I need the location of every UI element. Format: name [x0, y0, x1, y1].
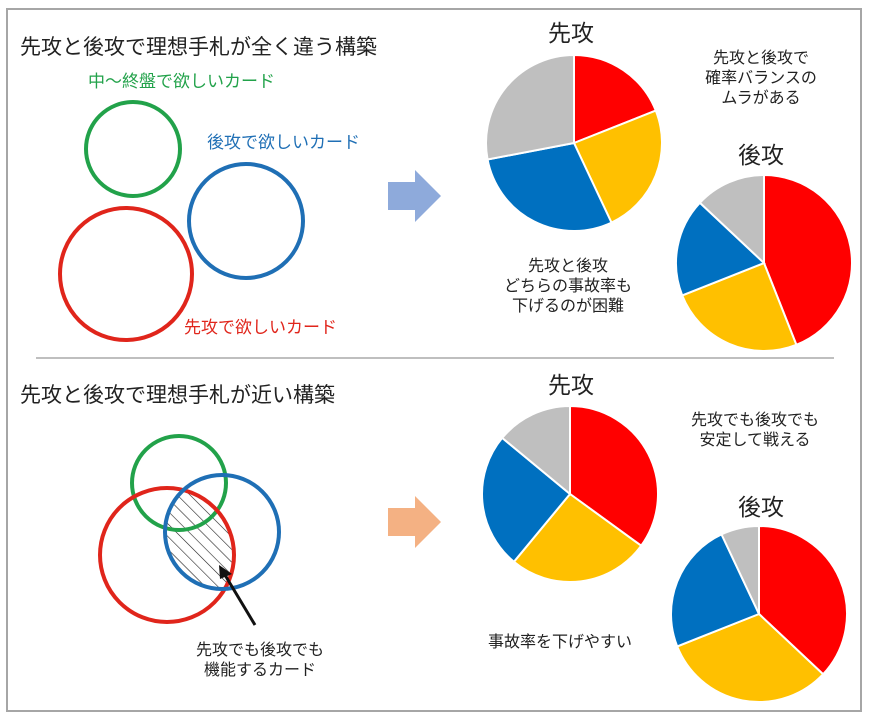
- label-first: 先攻で欲しいカード: [184, 318, 337, 338]
- arrow-right-icon-bottom: [388, 496, 441, 548]
- note-line: 先攻と後攻: [527, 256, 608, 275]
- note-line: ムラがある: [721, 88, 801, 107]
- circle-second-bottom: [163, 473, 281, 591]
- note-bottom-right: 先攻でも後攻でも 安定して戦える: [680, 410, 830, 450]
- note-line: 先攻と後攻で: [712, 48, 809, 67]
- circle-mid-late-bottom: [130, 434, 228, 532]
- circle-mid-late: [84, 100, 182, 198]
- circle-first: [58, 206, 194, 342]
- pie-first-bottom: [481, 404, 659, 583]
- pie-slice: [763, 173, 853, 347]
- note-line: 先攻でも後攻でも: [690, 410, 819, 429]
- note-line: 確率バランスの: [705, 68, 817, 87]
- pie-slice: [698, 173, 765, 266]
- pie-slice: [500, 404, 571, 497]
- pie-slice: [485, 53, 575, 161]
- pie-second-top: [675, 173, 853, 352]
- pointer-arrowhead-icon: [219, 565, 232, 579]
- note-bottom-center: 事故率を下げやすい: [487, 632, 632, 651]
- pie-slice: [569, 404, 659, 548]
- label-second: 後攻で欲しいカード: [207, 133, 360, 153]
- pointer-line: [223, 574, 257, 626]
- note-line: 下げるのが困難: [511, 296, 624, 315]
- pie-slice: [573, 53, 658, 145]
- arrow-right-icon: [388, 170, 441, 222]
- section-heading-bottom: 先攻と後攻で理想手札が近い構築: [20, 383, 335, 407]
- note-top-right: 先攻と後攻で 確率バランスの ムラがある: [686, 48, 836, 108]
- section-heading-top: 先攻と後攻で理想手札が全く違う構築: [20, 35, 377, 59]
- overlap-label-line: 機能するカード: [203, 660, 316, 679]
- pie-slice: [675, 201, 766, 297]
- pie-slice: [481, 436, 572, 564]
- pie-title-second-top: 後攻: [738, 143, 784, 169]
- circle-first-bottom: [98, 486, 236, 624]
- pie-second-bottom: [670, 524, 848, 703]
- pie-title-second-bottom: 後攻: [738, 495, 784, 521]
- pie-title-first-top: 先攻: [548, 21, 594, 47]
- pie-slice: [512, 492, 643, 583]
- pie-first-top: [485, 53, 663, 232]
- pie-slice: [486, 141, 613, 232]
- pie-slice: [572, 109, 663, 224]
- pie-slice: [758, 524, 848, 676]
- pie-slice: [720, 524, 760, 615]
- overlap-label-line: 先攻でも後攻でも: [195, 640, 324, 659]
- pie-slice: [675, 612, 825, 703]
- overlap-label: 先攻でも後攻でも 機能するカード: [180, 640, 340, 680]
- pie-title-first-bottom: 先攻: [548, 373, 594, 399]
- note-line: どちらの事故率も: [503, 276, 632, 295]
- label-mid-late: 中〜終盤で欲しいカード: [88, 72, 275, 92]
- pie-slice: [670, 533, 761, 648]
- note-line: 安定して戦える: [699, 430, 811, 449]
- note-top-center: 先攻と後攻 どちらの事故率も 下げるのが困難: [493, 256, 643, 316]
- circle-second: [187, 162, 305, 280]
